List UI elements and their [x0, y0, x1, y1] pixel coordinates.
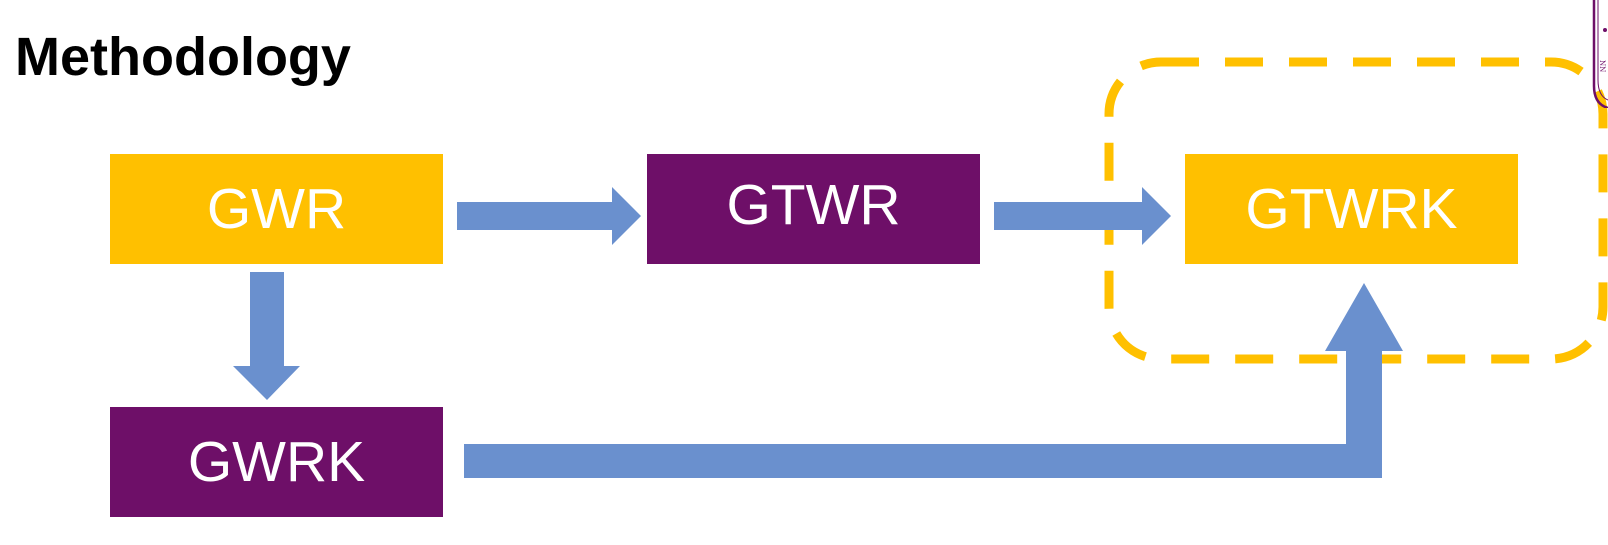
- slide-title: Methodology: [15, 27, 351, 87]
- university-logo-partial: NN: [1592, 0, 1608, 108]
- node-gwr: GWR: [110, 154, 443, 264]
- node-gtwrk-label: GTWRK: [1245, 177, 1458, 241]
- arrow-gtwr-to-gtwrk: [994, 187, 1171, 245]
- node-gwrk-label: GWRK: [187, 430, 366, 494]
- node-gtwrk: GTWRK: [1185, 154, 1518, 264]
- arrow-gwr-to-gtwr: [457, 187, 641, 245]
- node-gtwr: GTWR: [647, 154, 980, 264]
- svg-text:NN: NN: [1598, 60, 1606, 72]
- arrow-gwrk-to-gtwrk: [464, 283, 1403, 478]
- node-gwr-label: GWR: [206, 177, 347, 241]
- node-gtwr-label: GTWR: [726, 173, 901, 237]
- arrow-gwr-to-gwrk: [233, 272, 300, 400]
- node-gwrk: GWRK: [110, 407, 443, 517]
